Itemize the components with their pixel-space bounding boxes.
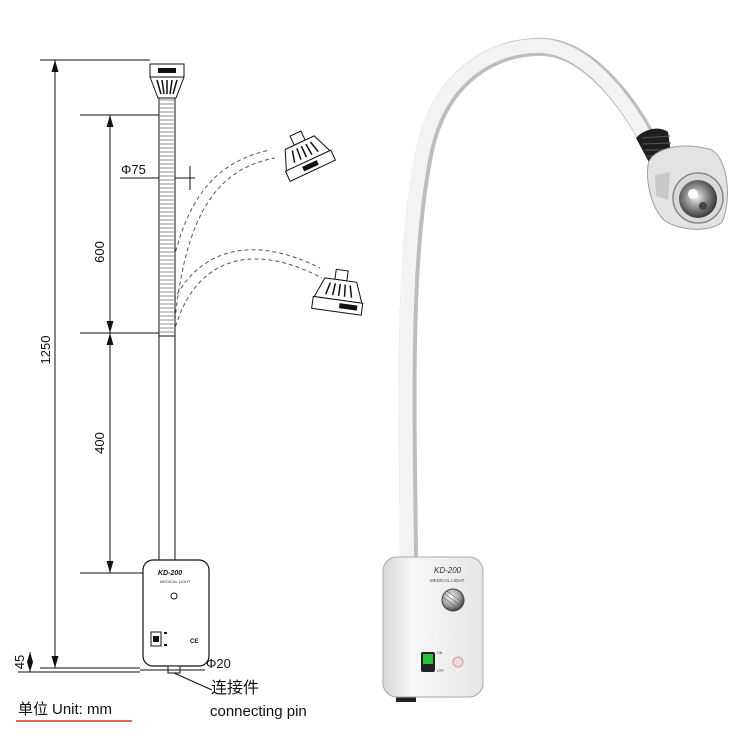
connecting-pin bbox=[140, 665, 213, 691]
photo-switch-off: OFF bbox=[437, 669, 444, 673]
photo-arm-shadow bbox=[398, 37, 657, 569]
photo-arm bbox=[398, 38, 653, 567]
dim-head-diameter-label: Φ75 bbox=[121, 162, 146, 177]
alt-lamp-head-lower bbox=[311, 268, 364, 316]
drawing-brand-label: MEDICAL LIGHT bbox=[160, 579, 191, 584]
dim-total-height-label: 1250 bbox=[38, 336, 53, 365]
photo-model-label: KD-200 bbox=[434, 566, 462, 575]
photo-control-box: KD-200 MEDICAL LIGHT ON OFF bbox=[382, 556, 484, 702]
unit-label-cn: 单位 bbox=[18, 701, 48, 718]
lamp-head-vertical bbox=[149, 63, 185, 99]
drawing-model-label: KD-200 bbox=[158, 570, 182, 577]
vertical-arm bbox=[158, 95, 176, 565]
photo-badge bbox=[452, 656, 464, 668]
dim-total-height bbox=[40, 59, 150, 669]
dim-base-height-label: 45 bbox=[12, 655, 27, 669]
pin-diameter-label: Φ20 bbox=[206, 656, 231, 671]
control-box-drawing: KD-200 MEDICAL LIGHT CE bbox=[142, 559, 210, 667]
connector-label-en: connecting pin bbox=[210, 703, 307, 720]
technical-drawing: 1250 45 600 400 Φ75 bbox=[12, 59, 364, 722]
dim-segments bbox=[80, 114, 165, 574]
alt-arm-positions bbox=[159, 149, 323, 356]
photo-switch-on: ON bbox=[437, 651, 443, 655]
dim-lower-label: 400 bbox=[92, 432, 107, 454]
drawing-ce-mark: CE bbox=[190, 639, 198, 645]
alt-lamp-head-upper bbox=[284, 130, 337, 182]
dim-base-height bbox=[18, 652, 140, 673]
connector-label-cn: 连接件 bbox=[211, 679, 259, 697]
product-photo: KD-200 MEDICAL LIGHT ON OFF bbox=[382, 37, 728, 702]
photo-brand-label: MEDICAL LIGHT bbox=[430, 578, 465, 583]
dim-upper-label: 600 bbox=[92, 241, 107, 263]
photo-lens bbox=[679, 180, 717, 218]
photo-lamp-head bbox=[636, 128, 728, 230]
unit-label-en: Unit: mm bbox=[52, 701, 112, 718]
